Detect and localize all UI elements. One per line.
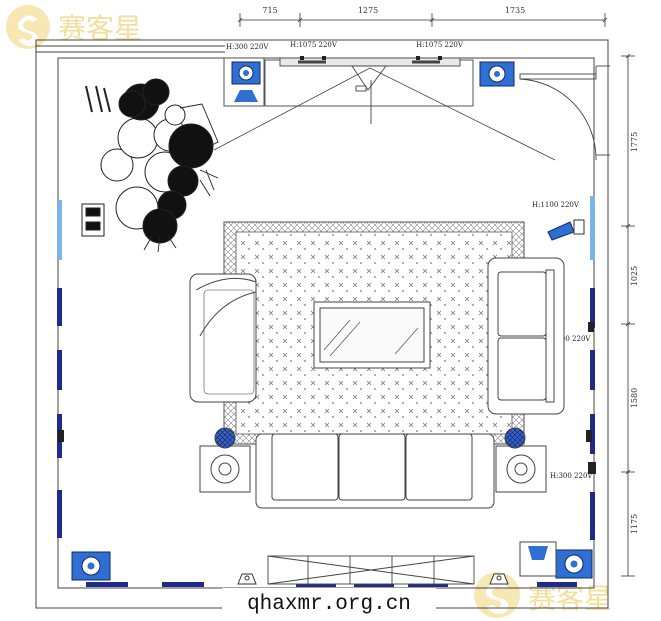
- dimension-top: [237, 13, 608, 27]
- speaker-front-left: [223, 57, 265, 107]
- outlet-label-right-upper: H:1100 220V: [532, 201, 580, 209]
- cone-speakers-bottom: [237, 573, 509, 585]
- watermark-logo-top-left: 赛客星: [6, 5, 142, 49]
- coffee-table: [313, 301, 431, 369]
- windows-bottom-wall: [86, 582, 577, 587]
- projection-lines: [213, 67, 556, 161]
- outlet-label-right-mid: H:300 220V: [548, 335, 591, 343]
- dimension-right-1: 1775: [630, 132, 639, 152]
- dimension-top-1: 715: [262, 6, 277, 15]
- side-table-left: [199, 427, 251, 493]
- side-table-right: [495, 427, 547, 493]
- speaker-rear-left: [71, 551, 111, 581]
- outlet-label-top-left: H:300 220V: [226, 43, 269, 51]
- outlet-label-top-mid-right: H:1075 220V: [416, 41, 464, 49]
- sofa-right: [487, 257, 565, 415]
- tv-cabinet: [264, 57, 474, 124]
- speaker-stand-bottom-right: [519, 541, 557, 577]
- dimension-top-3: 1735: [505, 6, 525, 15]
- sofa-bottom: [255, 433, 495, 509]
- dimension-top-2: 1275: [358, 6, 378, 15]
- outlet-label-right-lower: H:300 220V: [550, 472, 593, 480]
- dimension-right-4: 1175: [630, 514, 639, 534]
- armchair-left: [189, 273, 257, 403]
- dimension-right-2: 1025: [630, 266, 639, 286]
- dimension-right: [621, 53, 635, 577]
- door: [519, 65, 610, 161]
- watermark-url-bg: [222, 588, 436, 614]
- dimension-right-3: 1580: [630, 388, 639, 408]
- windows-right-wall: [590, 196, 595, 540]
- outlet-marks: [58, 56, 596, 474]
- outlet-label-top-mid-left: H:1075 220V: [290, 41, 338, 49]
- speaker-rear-right: [555, 549, 593, 579]
- watermark-url: qhaxmr.org.cn: [247, 593, 411, 616]
- lamp-right-wall: [547, 219, 585, 241]
- low-cabinet-bottom: [267, 555, 475, 585]
- drum-kit: [81, 78, 219, 253]
- speaker-front-right: [479, 61, 515, 87]
